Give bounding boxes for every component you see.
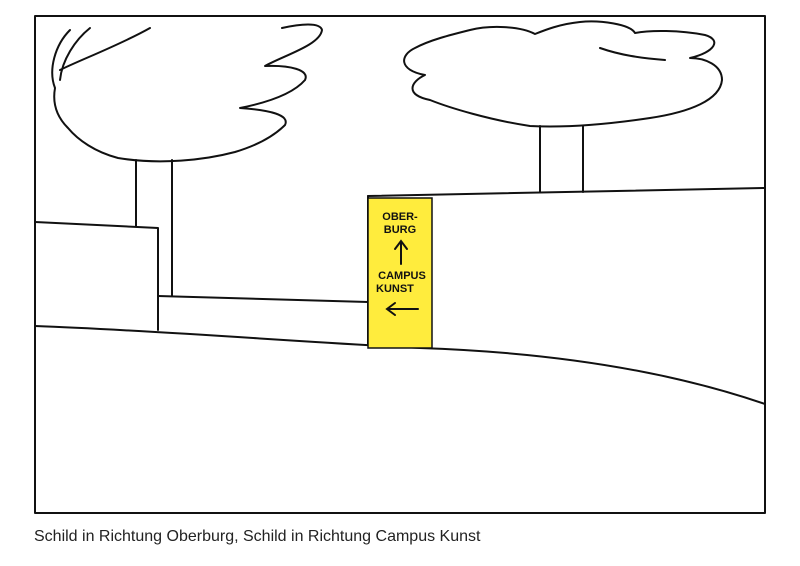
direction-sign: OBER- BURG CAMPUS KUNST [367,197,433,349]
left-tree-canopy-stroke [59,27,91,81]
middle-wall-top [157,295,369,303]
left-arrow-icon [385,302,419,316]
frame [34,15,766,514]
sign-line-oberburg-2: BURG [384,224,416,236]
sign-board [367,197,433,349]
sign-line-kunst: KUNST [376,283,414,295]
left-tree-canopy [51,23,323,163]
caption: Schild in Richtung Oberburg, Schild in R… [34,528,481,545]
sketch-illustration: OBER- BURG CAMPUS KUNST [34,15,766,514]
right-wall-top [367,187,766,197]
right-tree-canopy [403,20,723,128]
up-arrow-icon [394,239,408,265]
left-wall [34,221,159,331]
sign-line-campus: CAMPUS [378,270,426,282]
sign-line-oberburg-1: OBER- [382,211,418,223]
right-tree-canopy-stroke [599,47,666,61]
left-tree-canopy-stroke2 [59,27,151,71]
